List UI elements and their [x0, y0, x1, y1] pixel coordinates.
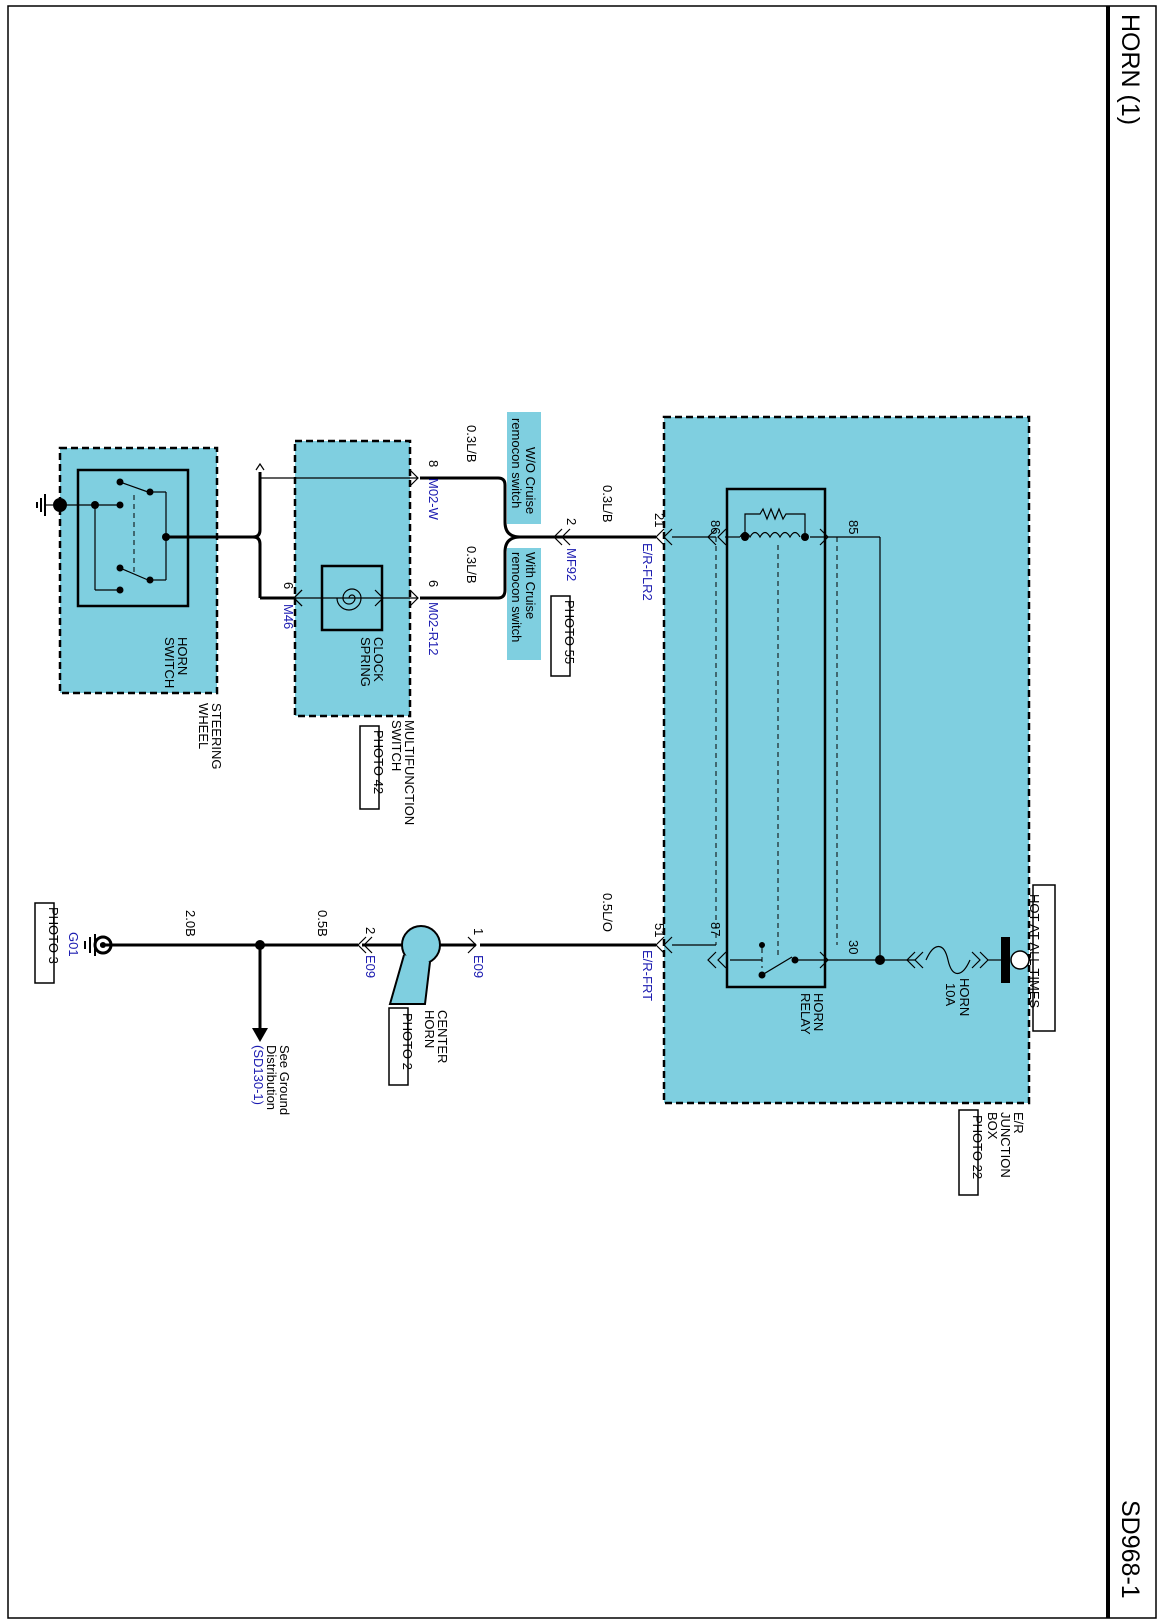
clock-spring-label-1: CLOCK — [371, 637, 386, 682]
m02r12-pin: 6 — [426, 580, 441, 587]
see-ground-2: Distribution — [264, 1045, 279, 1110]
ground-g01-label: G01 — [66, 932, 81, 957]
m02r12-label: M02-R12 — [426, 602, 441, 655]
relay-resistor-icon — [744, 507, 806, 537]
pin-30: 30 — [846, 940, 861, 954]
wire-flr2-label: 0.3L/B — [600, 485, 615, 523]
svg-text:W/O Cruise: W/O Cruise — [523, 447, 538, 514]
steering-wheel — [58, 446, 219, 695]
mfs-label-1: MULTIFUNCTION — [402, 720, 417, 825]
m02w-label: M02-W — [426, 478, 441, 521]
steering-ground-icon — [36, 494, 53, 516]
mf92-label: MF92 — [564, 548, 579, 581]
battery-bus-icon — [1001, 937, 1010, 983]
conn-frt-label: E/R-FRT — [640, 950, 655, 1001]
m46-label: M46 — [281, 604, 296, 629]
multifunction-switch — [293, 439, 412, 718]
svg-text:With Cruise: With Cruise — [523, 552, 538, 619]
see-ground-ref: (SD130-1) — [251, 1045, 266, 1105]
wire-mfs-m46 — [252, 535, 262, 598]
clock-spring-icon — [336, 588, 362, 611]
ground-distribution-arrow-icon — [252, 1028, 268, 1042]
conn-flr2-pin: 21 — [652, 513, 667, 527]
svg-text:remocon switch: remocon switch — [509, 418, 524, 508]
horn-switch-label-1: HORN — [175, 637, 190, 675]
clock-spring-label-2: SPRING — [358, 637, 373, 687]
wire-with-cruise — [420, 535, 521, 600]
jbox-label-3: BOX — [985, 1112, 1000, 1140]
wire-wo-label: 0.3L/B — [464, 425, 479, 463]
relay-coil-icon — [739, 531, 801, 539]
mf92-pin: 2 — [564, 518, 579, 525]
pin-86: 86 — [708, 520, 723, 534]
wire-gnd-label: 2.0B — [183, 910, 198, 937]
conn-flr2-label: E/R-FLR2 — [640, 543, 655, 601]
page-code: SD968-1 — [1116, 1500, 1144, 1599]
jbox-photo: PHOTO 22 — [970, 1115, 985, 1179]
wire-mfs-w — [240, 472, 262, 539]
mf92-photo: PHOTO 55 — [562, 600, 577, 664]
steering-label-2: WHEEL — [196, 703, 211, 749]
fuse-rating: 10A — [943, 983, 958, 1006]
wire-with-label: 0.3L/B — [464, 546, 479, 584]
page-frame — [7, 5, 1157, 1619]
relay-label-1: HORN — [811, 993, 826, 1031]
mfs-photo: PHOTO 42 — [371, 730, 386, 794]
e09-1-label: E09 — [471, 955, 486, 978]
hot-label: HOT AT ALL TIMES — [1027, 894, 1042, 1008]
with-cruise-tag — [507, 548, 541, 660]
horn-photo: PHOTO 2 — [400, 1013, 415, 1070]
horn-label-2: HORN — [422, 1010, 437, 1048]
wire-horn-gnd-label: 0.5B — [315, 910, 330, 937]
conn-frt-pin: 51 — [652, 923, 667, 937]
junction-box — [662, 415, 1031, 1105]
horn-label-1: CENTER — [435, 1010, 450, 1063]
relay-label-2: RELAY — [798, 993, 813, 1035]
jbox-label-1: E/R — [1011, 1112, 1026, 1134]
e09-2-pin: 2 — [363, 927, 378, 934]
see-ground-1: See Ground — [277, 1045, 292, 1115]
e09-2-label: E09 — [363, 955, 378, 978]
m02w-pin: 8 — [426, 460, 441, 467]
wo-cruise-tag — [507, 412, 541, 524]
m46-pin: 6 — [281, 582, 296, 589]
steering-label-1: STEERING — [209, 703, 224, 769]
relay-contact-icon — [761, 956, 793, 976]
wire-wo-cruise — [420, 476, 556, 539]
diagram-title: HORN (1) — [1116, 14, 1144, 125]
horn-switch-label-2: SWITCH — [162, 637, 177, 688]
pin-87: 87 — [708, 922, 723, 936]
fuse-name: HORN — [957, 978, 972, 1016]
jbox-label-2: JUNCTION — [998, 1112, 1013, 1178]
switch-ground-point — [53, 498, 67, 512]
fuse-icon — [925, 945, 971, 975]
horn-relay — [725, 487, 827, 989]
ground-g01-icon — [84, 934, 113, 956]
mfs-label-2: SWITCH — [389, 720, 404, 771]
clock-spring — [320, 564, 384, 632]
wire-frt-label: 0.5L/O — [600, 893, 615, 932]
e09-1-pin: 1 — [471, 928, 486, 935]
pin-85: 85 — [846, 520, 861, 534]
ground-photo: PHOTO 3 — [46, 907, 61, 964]
svg-text:remocon switch: remocon switch — [509, 552, 524, 642]
